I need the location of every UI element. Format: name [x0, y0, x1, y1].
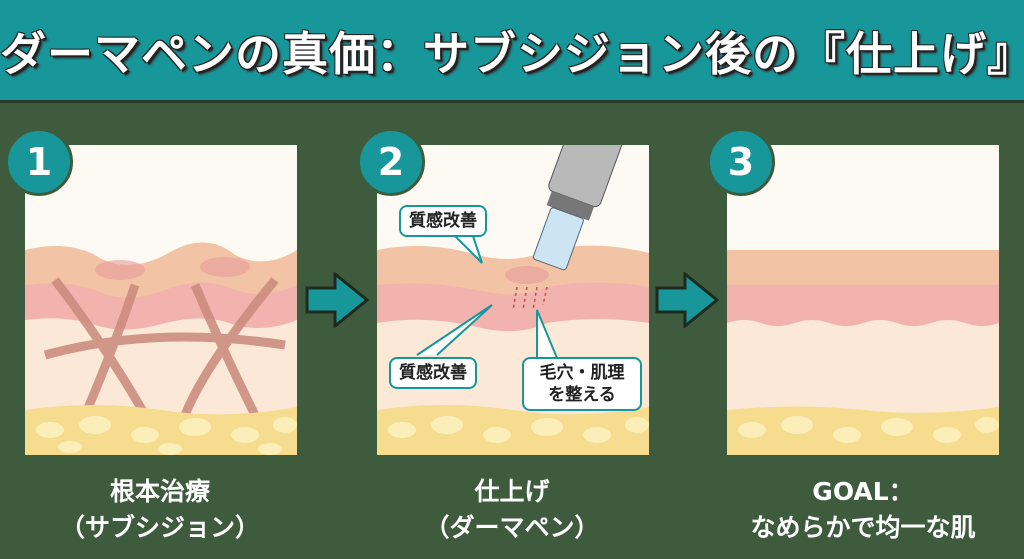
- caption-line: GOAL：: [812, 477, 914, 506]
- callout-texture-bottom: 質感改善: [389, 357, 477, 389]
- arrow-right-icon: [655, 272, 720, 328]
- step-caption: 根本治療 （サブシジョン）: [0, 474, 320, 546]
- header-banner: ダーマペンの真価：サブシジョン後の『仕上げ』: [0, 0, 1024, 103]
- caption-line: （ダーマペン）: [424, 513, 600, 542]
- caption-line: （サブシジョン）: [59, 513, 260, 542]
- skin-cross-section-smooth: [727, 250, 999, 455]
- step-number-badge: 3: [707, 128, 775, 196]
- dermapen-device-icon: [532, 145, 624, 271]
- step-number-badge: 1: [5, 128, 73, 196]
- callout-pores: 毛穴・肌理を整える: [522, 357, 642, 411]
- step-number-badge: 2: [357, 128, 425, 196]
- page-title: ダーマペンの真価：サブシジョン後の『仕上げ』: [0, 27, 1024, 81]
- skin-cross-section-treatment: [377, 145, 649, 455]
- panel-dermapen: 質感改善 質感改善 毛穴・肌理を整える: [377, 145, 649, 455]
- caption-line: なめらかで均一な肌: [750, 513, 976, 542]
- skin-cross-section-uneven: [25, 242, 297, 455]
- caption-line: 根本治療: [109, 477, 210, 506]
- step-caption: 仕上げ （ダーマペン）: [352, 474, 672, 546]
- caption-line: 仕上げ: [474, 477, 550, 506]
- step-caption: GOAL： なめらかで均一な肌: [703, 474, 1023, 546]
- panel-subcision: [25, 145, 297, 455]
- callout-texture-top: 質感改善: [399, 205, 487, 237]
- arrow-right-icon: [305, 272, 370, 328]
- panel-goal: [727, 145, 999, 455]
